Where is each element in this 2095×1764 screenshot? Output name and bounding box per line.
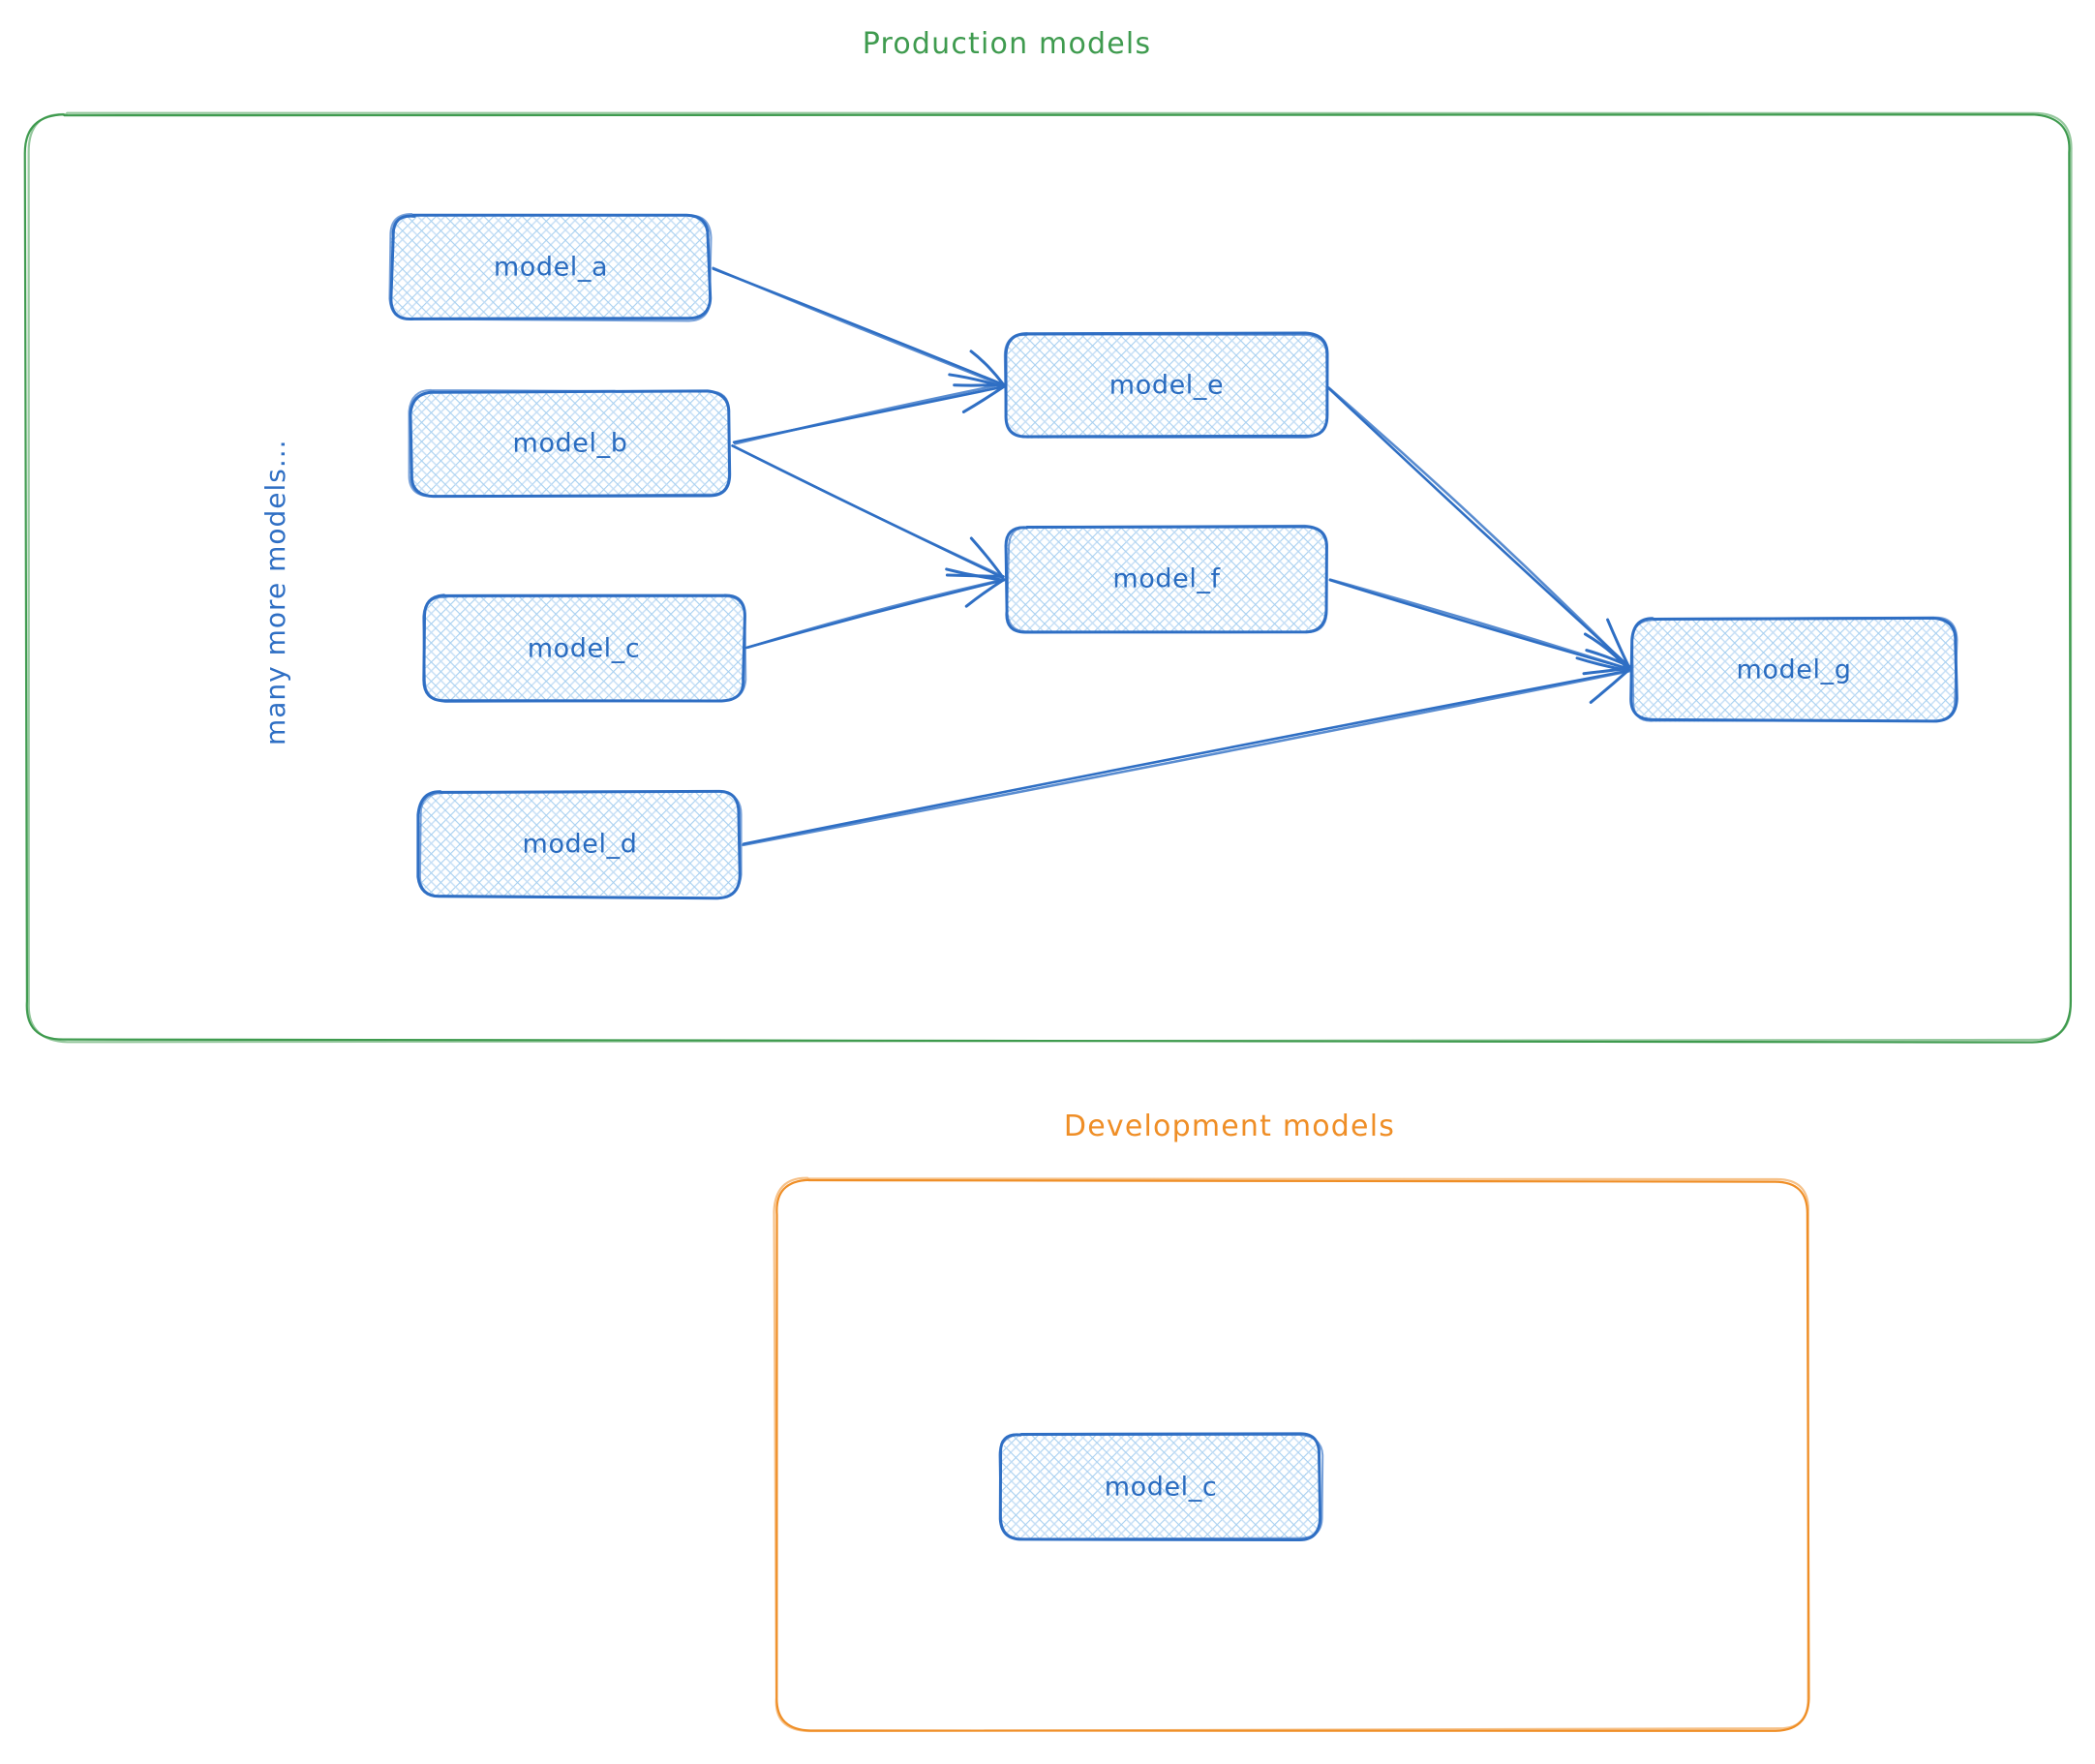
node-outline [1003,333,1329,439]
node-dev_model_c[interactable] [998,1432,1324,1541]
node-fill [419,791,741,897]
edge-shaft [712,266,1004,387]
edge-shaft [733,382,1003,445]
edge-shaft [1327,386,1632,671]
node-outline [1006,524,1328,634]
edge-arrowhead-barb [1583,632,1630,672]
node-label-model_b: model_b [512,428,628,459]
edge-arrowhead-barb [969,536,1004,579]
node-model_e[interactable] [1003,331,1329,439]
edge-model_d-to-model_g [742,656,1631,847]
node-outline [418,790,743,899]
node-fill [1630,618,1956,722]
edge-model_a-to-model_e [712,266,1006,387]
node-model_g[interactable] [1629,616,1958,723]
edge-shaft [731,444,1005,578]
node-outline [998,1433,1324,1540]
node-outline [1631,616,1958,722]
edge-shaft [742,669,1629,845]
node-model_a[interactable] [388,212,713,322]
node-label-model_f: model_f [1112,563,1221,594]
edge-arrowhead-barb [1606,618,1630,669]
node-fill [410,391,730,497]
development-group-frame [773,1176,1809,1733]
node-outline [408,388,730,498]
node-label-model_g: model_g [1736,654,1852,685]
edge-arrowhead-barb [1575,656,1629,673]
edge-model_b-to-model_e [732,373,1006,445]
many-more-models-label: many more models... [259,439,291,745]
edge-arrowhead-barb [964,578,1006,608]
node-fill [1006,332,1327,439]
edge-shaft [1328,578,1630,671]
edge-arrowhead-barb [945,567,1006,582]
node-fill [1001,1435,1321,1540]
development-group-title: Development models [1063,1110,1396,1143]
node-model_f[interactable] [1004,524,1328,634]
node-label-dev_model_c: model_c [1104,1472,1218,1503]
production-group-frame [27,111,2073,1044]
node-label-model_c: model_c [527,633,641,664]
node-outline [389,213,713,320]
node-model_b[interactable] [408,388,732,499]
node-fill [390,214,711,320]
node-fill [1005,526,1327,632]
edge-model_f-to-model_g [1328,578,1630,676]
edge-shaft [746,578,1004,649]
edge-arrowhead-barb [948,373,1004,388]
edge-model_c-to-model_f [744,567,1006,650]
node-label-model_d: model_d [522,829,638,860]
node-label-model_a: model_a [493,252,609,283]
node-label-model_e: model_e [1108,370,1225,401]
edge-arrowhead-barb [969,350,1005,385]
node-model_d[interactable] [416,789,743,900]
edge-arrowhead-barb [961,385,1005,413]
edge-shaft [1327,386,1631,668]
edge-shaft [742,669,1631,847]
production-group-title: Production models [862,27,1152,61]
node-model_c[interactable] [422,593,747,703]
edge-arrowhead-barb [1589,668,1630,704]
node-outline [422,595,747,703]
node-outline [388,212,713,322]
node-fill [422,595,744,702]
